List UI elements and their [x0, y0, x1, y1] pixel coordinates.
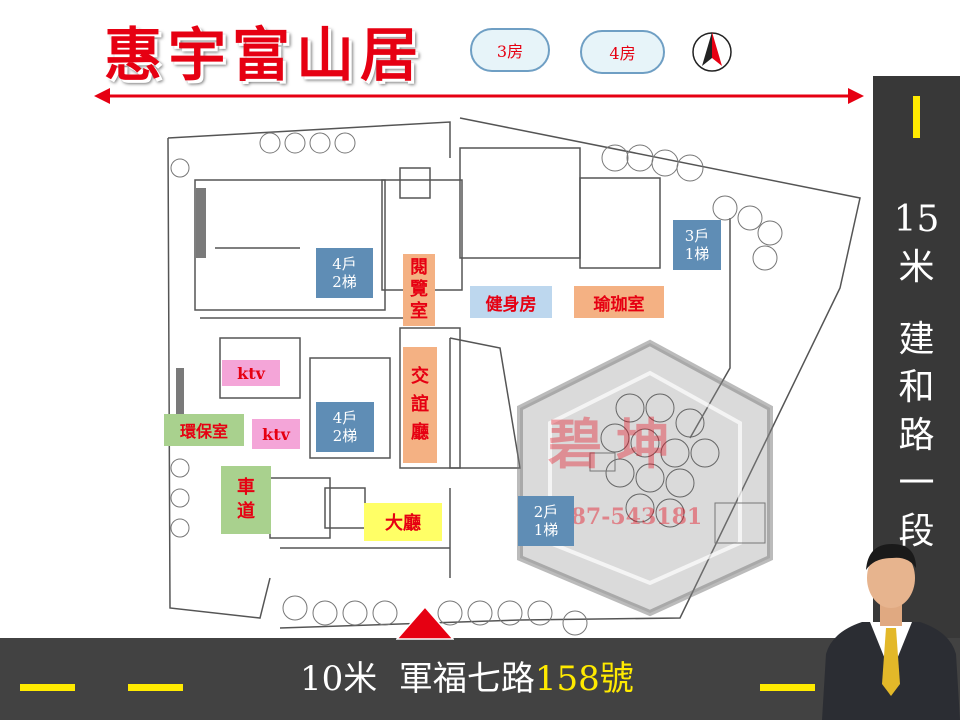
footer-dash	[760, 684, 815, 691]
elevator-block-nw: 4戶2梯	[316, 248, 373, 298]
elevator-block-s: 2戶1梯	[518, 496, 574, 546]
street-spacer	[873, 292, 960, 316]
room-lounge-label: 交誼廳	[411, 366, 429, 443]
elevator-block-ne: 3戶1梯	[673, 220, 721, 270]
room-recycle-label: 環保室	[179, 422, 228, 441]
room-lobby: 大廳	[364, 503, 442, 541]
room-lounge: 交誼廳	[403, 347, 437, 463]
sidebar-accent-mark	[913, 96, 920, 138]
room-tag-4[interactable]: 4房	[580, 30, 665, 74]
north-compass-icon	[692, 32, 732, 72]
room-ktv-2: ktv	[252, 419, 300, 449]
street-name: 建和路一段	[898, 319, 935, 552]
street-width: 15	[893, 199, 940, 240]
double-arrow-icon	[94, 88, 864, 104]
floor-plan	[167, 117, 861, 636]
room-ramp-label: 車道	[237, 477, 255, 522]
room-gym-label: 健身房	[485, 294, 537, 315]
street-label: 15 米 建和路一段	[873, 196, 960, 556]
footer-address: 10米 軍福七路158號	[300, 644, 700, 714]
footer-bar	[0, 638, 960, 720]
room-yoga: 瑜珈室	[574, 286, 664, 318]
road-name: 軍福七路	[398, 659, 535, 699]
room-ramp: 車道	[221, 466, 271, 534]
street-unit: 米	[898, 247, 935, 288]
room-reading-label: 閱覽室	[410, 257, 428, 322]
room-ktv-1: ktv	[222, 360, 280, 386]
footer-dash	[128, 684, 183, 691]
agent-avatar	[822, 544, 960, 720]
elevator-block-nw-label: 4戶2梯	[332, 255, 357, 291]
room-reading: 閱覽室	[403, 254, 435, 326]
room-gym: 健身房	[470, 286, 552, 318]
room-yoga-label: 瑜珈室	[593, 294, 645, 315]
footer-dash	[20, 684, 75, 691]
page-title: 惠宇富山居	[104, 21, 425, 89]
road-number: 158號	[534, 659, 634, 699]
road-width: 10米	[300, 659, 378, 699]
room-lobby-label: 大廳	[385, 513, 421, 534]
elevator-block-s-label: 2戶1梯	[533, 503, 559, 539]
room-tag-3[interactable]: 3房	[470, 28, 550, 72]
room-recycle: 環保室	[164, 414, 244, 446]
elevator-block-w-label: 4戶2梯	[332, 409, 358, 445]
room-ktv-2-label: ktv	[262, 424, 290, 444]
entrance-arrow-icon	[396, 606, 454, 640]
room-ktv-1-label: ktv	[237, 363, 265, 383]
elevator-block-w: 4戶2梯	[316, 402, 374, 452]
elevator-block-ne-label: 3戶1梯	[684, 227, 710, 263]
watermark-name: 碧坤	[548, 412, 684, 476]
